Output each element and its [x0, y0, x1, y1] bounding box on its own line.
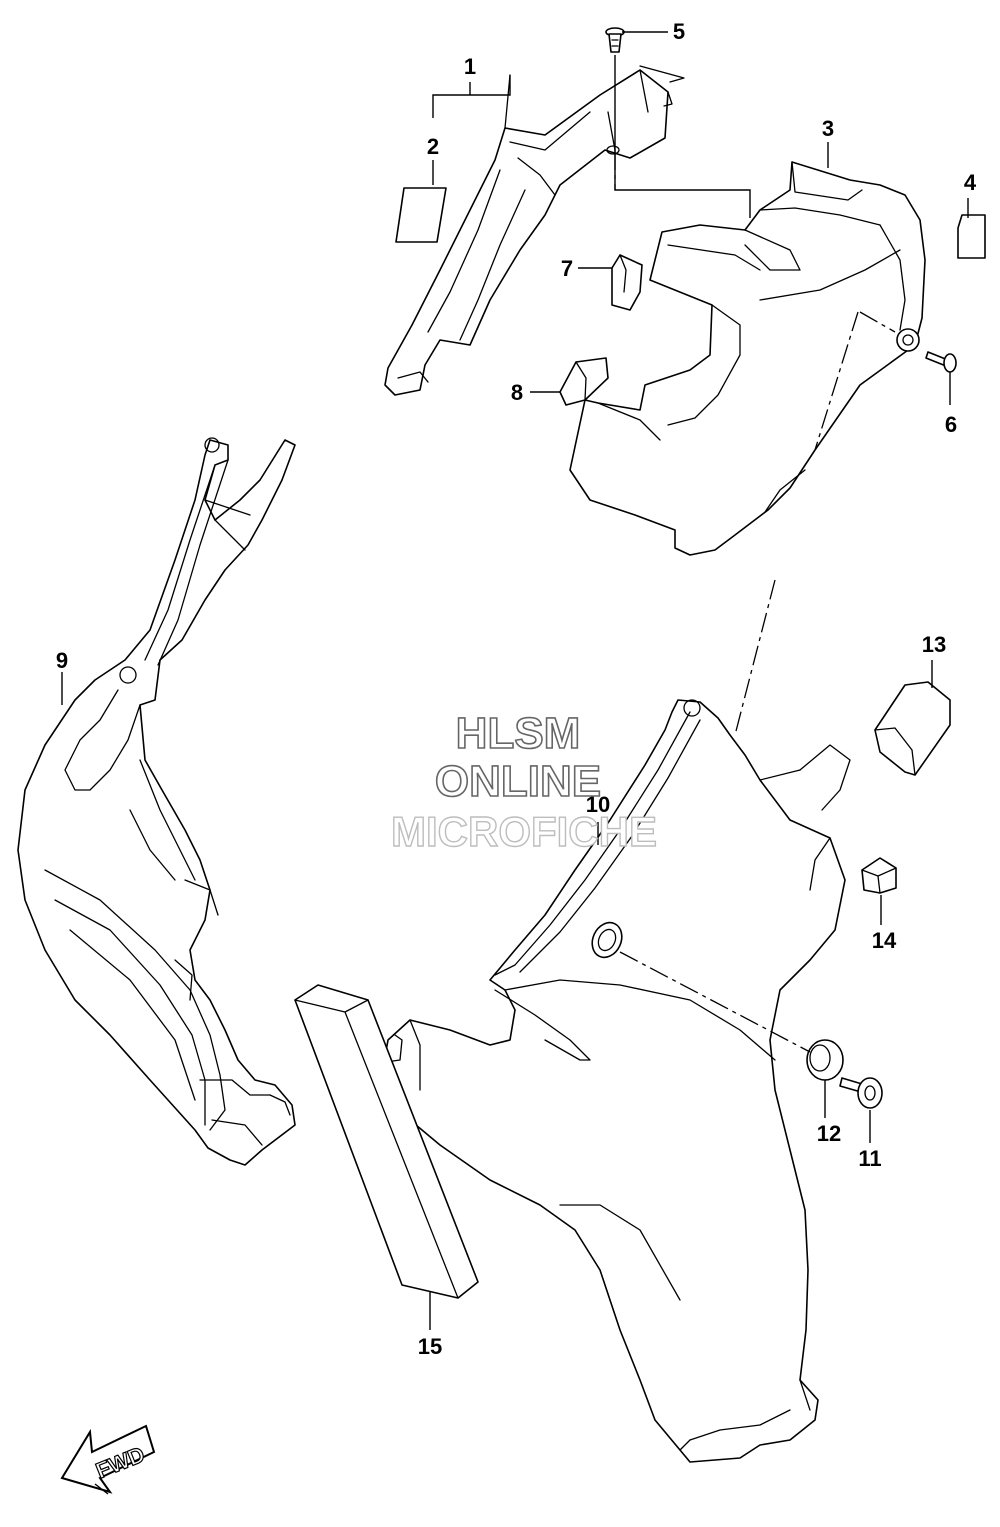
- callout-11: 11: [858, 1146, 881, 1171]
- part-6-screw: [925, 351, 957, 373]
- part-4-small-label: [957, 214, 986, 259]
- part-3-upper-frame-cover: [569, 161, 926, 556]
- part-7-cushion: [611, 254, 643, 311]
- part-12-grommet: [806, 1039, 844, 1081]
- part-15-panel-tape: [294, 984, 479, 1299]
- part-2-label: [395, 187, 447, 243]
- callout-13: 13: [922, 632, 946, 657]
- watermark: HLSM ONLINE MICROFICHE: [390, 708, 657, 856]
- watermark-line-3: MICROFICHE: [391, 808, 657, 855]
- part-11-bolt: [839, 1077, 883, 1109]
- part-13-pad: [874, 681, 951, 776]
- callout-4: 4: [964, 170, 977, 195]
- callout-14: 14: [872, 928, 897, 953]
- part-8-cushion: [559, 357, 609, 406]
- callout-1: 1: [464, 54, 476, 79]
- callout-9: 9: [56, 648, 68, 673]
- fwd-direction-arrow: FWD: [60, 1424, 156, 1495]
- watermark-line-2: ONLINE: [435, 757, 601, 806]
- part-9-leg-shield-left: [17, 437, 296, 1166]
- callout-6: 6: [945, 412, 957, 437]
- callout-15: 15: [418, 1334, 442, 1359]
- callout-labels: 1 2 3 4 5 6 7 8 9 10 11 12 13 14 15: [56, 19, 977, 1359]
- callout-8: 8: [511, 380, 523, 405]
- callout-2: 2: [427, 134, 439, 159]
- part-5-push-rivet: [605, 27, 625, 53]
- part-1-inner-cover-bracket: [384, 65, 685, 396]
- callout-5: 5: [673, 19, 685, 44]
- watermark-line-1: HLSM: [456, 709, 581, 758]
- fwd-arrow-icon: [60, 1424, 156, 1494]
- callout-10: 10: [586, 792, 610, 817]
- callout-3: 3: [822, 116, 834, 141]
- leader-lines: [61, 31, 969, 1330]
- callout-7: 7: [561, 256, 573, 281]
- callout-12: 12: [817, 1121, 841, 1146]
- part-10-leg-shield-right: [379, 699, 851, 1463]
- part-14-small-pad: [861, 857, 897, 894]
